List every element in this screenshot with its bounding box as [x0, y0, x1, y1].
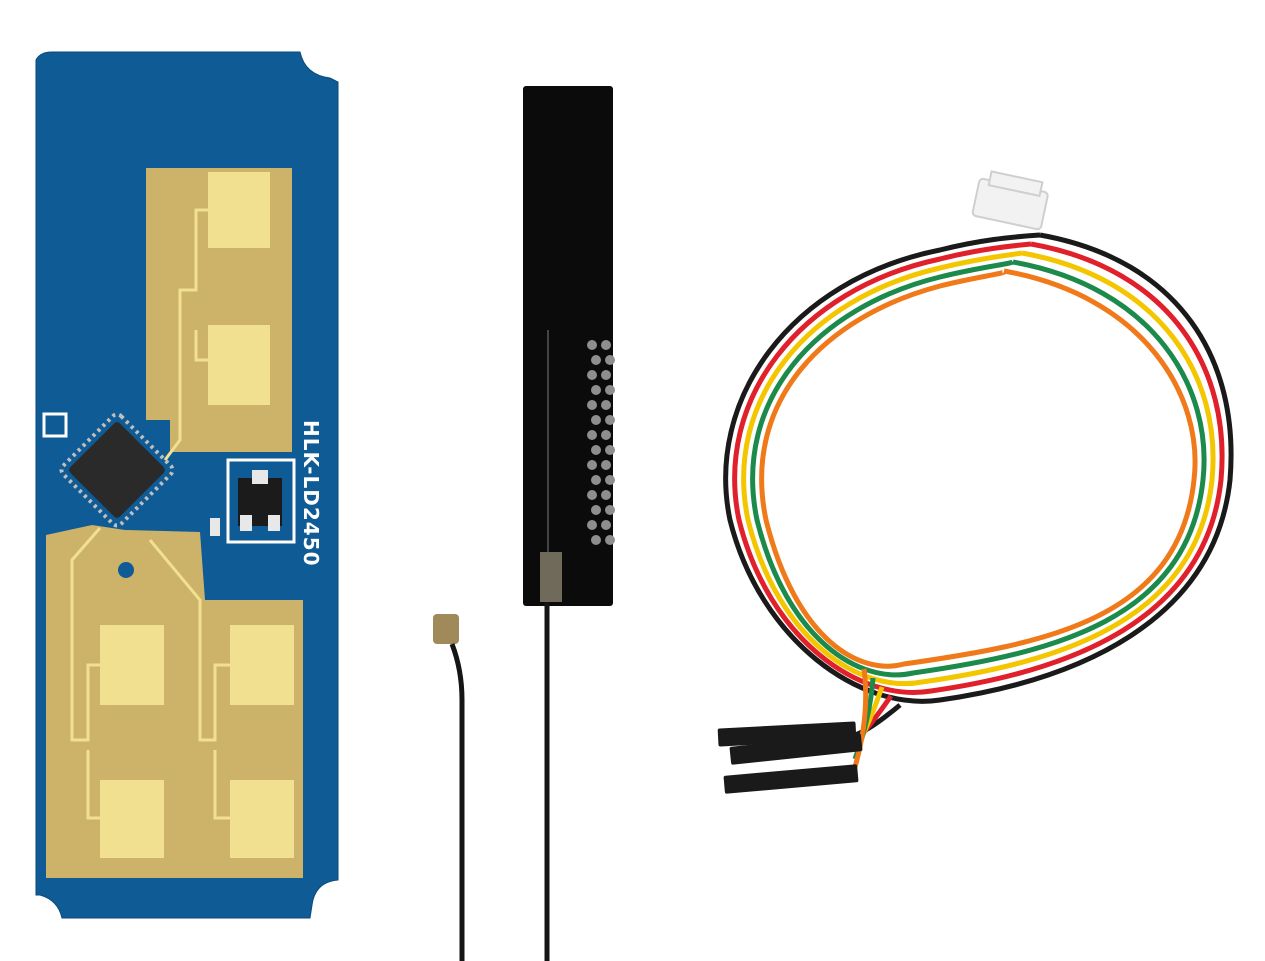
pcb-traces: [70, 208, 230, 820]
regulator-pin: [268, 515, 280, 531]
silkscreen-marker: [42, 412, 68, 438]
antenna-dot: [605, 445, 615, 455]
antenna-dot: [591, 355, 601, 365]
antenna-dot: [587, 340, 597, 350]
antenna-dot: [601, 520, 611, 530]
antenna-dot: [601, 460, 611, 470]
antenna-pad: [100, 625, 164, 705]
antenna-dot: [587, 370, 597, 380]
dupont-connector: [729, 733, 863, 765]
antenna-dot: [587, 460, 597, 470]
wire: [759, 268, 1198, 669]
antenna-dot: [591, 475, 601, 485]
via-hole: [118, 562, 134, 578]
antenna-dot: [601, 400, 611, 410]
antenna-dot: [587, 520, 597, 530]
antenna-dot: [591, 415, 601, 425]
antenna-dot: [587, 430, 597, 440]
antenna-body: [523, 86, 613, 606]
regulator-pin: [240, 515, 252, 531]
antenna-pad: [208, 172, 270, 248]
wire: [741, 250, 1216, 686]
antenna-dot: [605, 505, 615, 515]
antenna-dot: [591, 445, 601, 455]
antenna-dot: [587, 400, 597, 410]
dupont-connector: [723, 764, 859, 794]
antenna-dot: [601, 370, 611, 380]
wire: [723, 232, 1234, 704]
antenna-dot: [605, 385, 615, 395]
antenna-feed: [540, 552, 562, 602]
wire-bundle: [723, 232, 1234, 768]
ufl-cable: [449, 643, 465, 961]
antenna-pad: [100, 780, 164, 858]
fpc-antenna: [433, 86, 615, 961]
antenna-dot: [601, 340, 611, 350]
jst-connector: [971, 170, 1049, 231]
antenna-dot: [605, 475, 615, 485]
antenna-dot: [605, 355, 615, 365]
wire-lead: [852, 668, 869, 768]
antenna-pad: [230, 625, 294, 705]
antenna-pad: [230, 780, 294, 858]
wire: [750, 259, 1207, 678]
antenna-dot: [591, 535, 601, 545]
antenna-pad: [208, 325, 270, 405]
radar-module-board: HLK-LD2450: [35, 51, 339, 919]
antenna-dot: [605, 535, 615, 545]
capacitor: [210, 518, 220, 536]
antenna-dot: [601, 430, 611, 440]
radar-chip: [59, 412, 175, 528]
antenna-dot: [601, 490, 611, 500]
antenna-dot: [591, 505, 601, 515]
antenna-dot: [591, 385, 601, 395]
antenna-dot: [587, 490, 597, 500]
ufl-connector: [433, 614, 459, 644]
antenna-contact-dots: [587, 340, 615, 545]
regulator-pin: [252, 470, 268, 484]
module-label: HLK-LD2450: [299, 420, 323, 567]
regulator-outline: [226, 458, 296, 544]
cable-assembly: [717, 170, 1234, 794]
antenna-dot: [605, 415, 615, 425]
